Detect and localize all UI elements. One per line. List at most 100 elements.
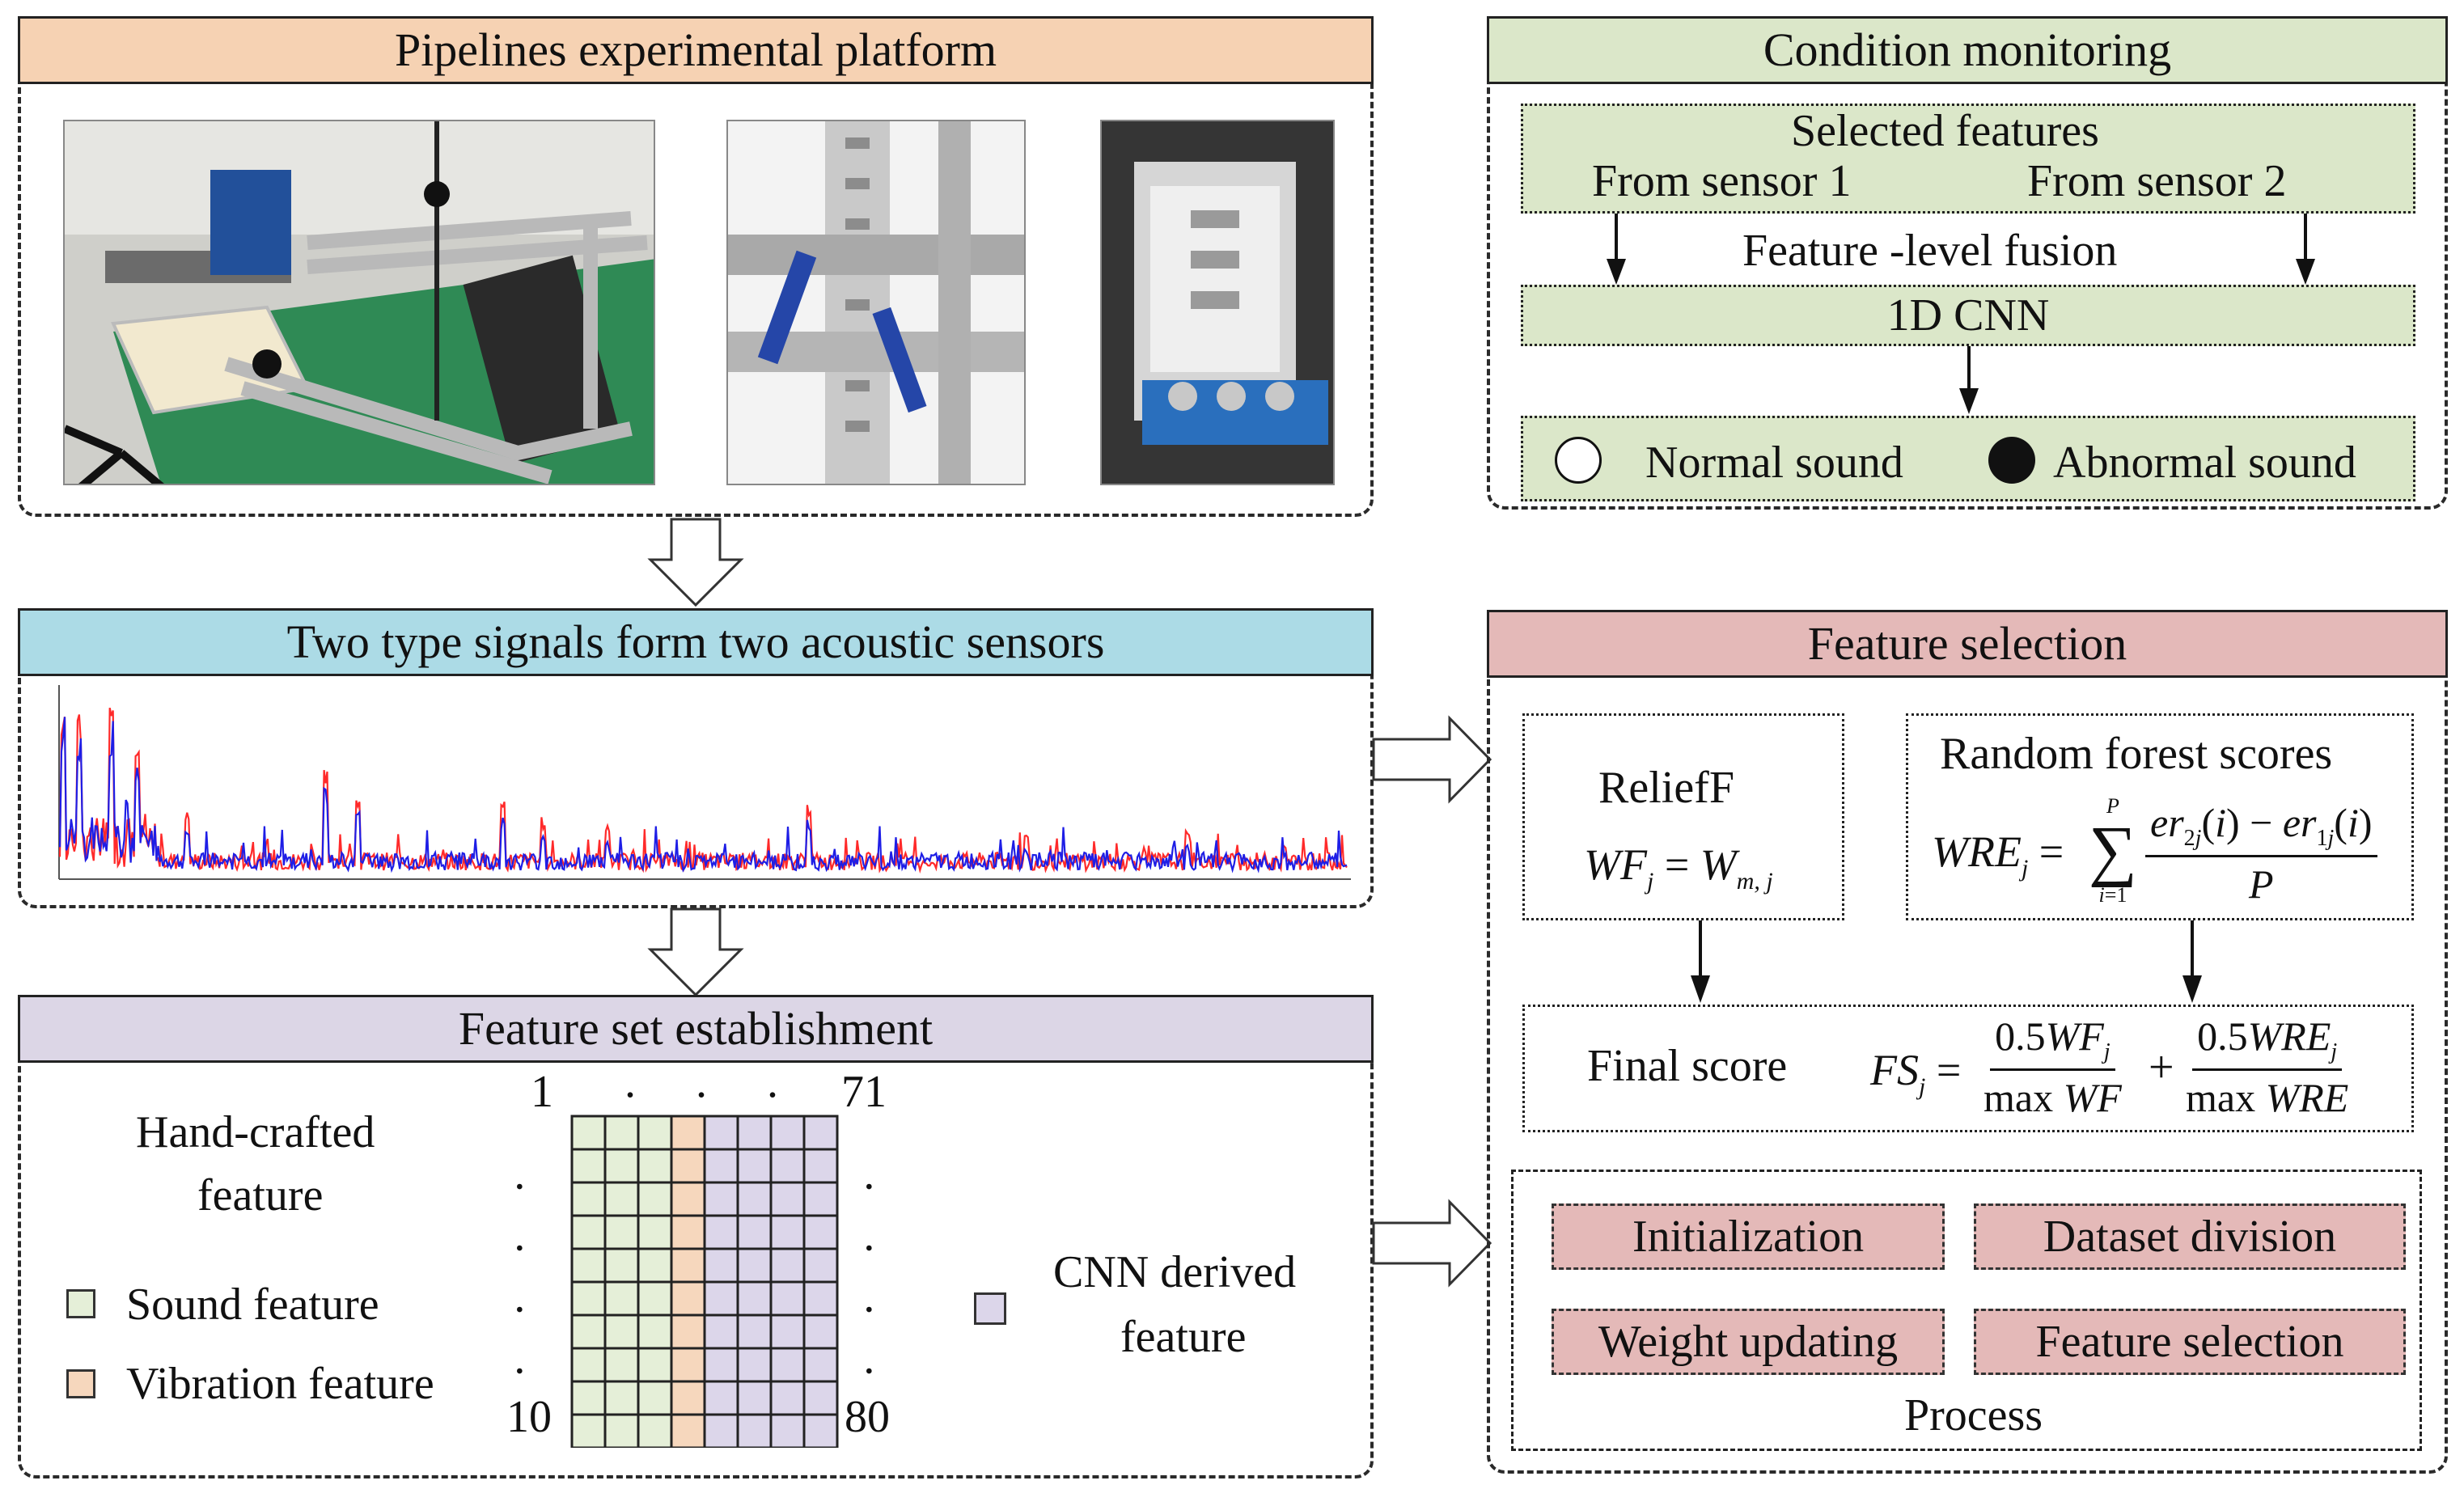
feature-cell: [736, 1347, 773, 1383]
feature-cell: [736, 1115, 773, 1151]
right-arrow-features: [1372, 1199, 1492, 1288]
feature-cell: [670, 1347, 706, 1383]
valve-photo: [726, 120, 1026, 485]
feature-cell: [603, 1313, 640, 1350]
daq-device-photo: [1100, 120, 1335, 485]
feature-cell: [570, 1115, 607, 1151]
cnn-1d-box: 1D CNN: [1521, 285, 2415, 346]
right-arrow-signals: [1372, 715, 1492, 804]
rf-formula-sum: P ∑ i=1: [2089, 794, 2137, 907]
random-forest-box: [1906, 713, 2414, 920]
feature-cell: [769, 1347, 806, 1383]
feature-cell: [637, 1280, 673, 1317]
feature-selection-step: Feature selection: [1974, 1309, 2406, 1375]
relieff-to-final-arrow: [1691, 920, 1710, 1003]
platform-title: Pipelines experimental platform: [18, 16, 1374, 84]
selected-features-box: [1521, 104, 2415, 214]
matrix-bottom-left-index: 10: [506, 1392, 552, 1442]
feature-cell: [637, 1313, 673, 1350]
feature-cell: [603, 1247, 640, 1284]
final-score-plus: +: [2149, 1043, 2174, 1093]
feature-cell: [603, 1115, 640, 1151]
process-label: Process: [1904, 1390, 2043, 1440]
feature-cell: [703, 1148, 739, 1184]
vibration-legend-swatch: [66, 1369, 95, 1398]
feature-cell: [603, 1214, 640, 1250]
random-forest-title: Random forest scores: [1940, 729, 2333, 779]
handcrafted-label-line1: Hand-crafted: [136, 1107, 375, 1157]
feature-selection-title: Feature selection: [1487, 610, 2448, 678]
feature-cell: [637, 1247, 673, 1284]
feature-cell: [703, 1380, 739, 1416]
feature-cell: [769, 1380, 806, 1416]
feature-cell: [736, 1148, 773, 1184]
feature-cell: [802, 1148, 839, 1184]
abnormal-sound-circle: [1988, 437, 2035, 484]
matrix-bottom-right-index: 80: [845, 1392, 890, 1442]
feature-cell: [670, 1413, 706, 1448]
feature-cell: [802, 1214, 839, 1250]
feature-cell: [703, 1115, 739, 1151]
selected-features-label: Selected features: [1791, 106, 2099, 156]
process-box: [1511, 1170, 2422, 1451]
feature-cell: [703, 1280, 739, 1317]
initialization-step: Initialization: [1552, 1203, 1945, 1270]
feature-cell: [736, 1181, 773, 1217]
feature-cell: [802, 1413, 839, 1448]
feature-cell: [736, 1214, 773, 1250]
weight-updating-step: Weight updating: [1552, 1309, 1945, 1375]
feature-cell: [703, 1347, 739, 1383]
from-sensor-2-label: From sensor 2: [2027, 156, 2287, 206]
feature-cell: [670, 1148, 706, 1184]
fusion-label: Feature -level fusion: [1742, 226, 2118, 276]
feature-cell: [670, 1115, 706, 1151]
feature-cell: [637, 1347, 673, 1383]
sound-legend-swatch: [66, 1289, 95, 1318]
feature-cell: [637, 1181, 673, 1217]
feature-cell: [703, 1247, 739, 1284]
feature-cell: [637, 1413, 673, 1448]
relieff-formula: WFj = Wm, j: [1584, 840, 1773, 895]
cnn-1d-label: 1D CNN: [1886, 290, 2050, 341]
feature-cell: [603, 1280, 640, 1317]
signal-series-red: [58, 707, 1348, 874]
cnn-label-line2: feature: [1120, 1312, 1247, 1362]
relieff-box: [1522, 713, 1844, 920]
signal-series-blue: [58, 717, 1348, 874]
feature-cell: [802, 1280, 839, 1317]
feature-cell: [736, 1280, 773, 1317]
feature-cell: [736, 1380, 773, 1416]
feature-cell: [703, 1214, 739, 1250]
feature-cell: [603, 1380, 640, 1416]
final-score-lhs: FSj =: [1870, 1046, 1962, 1100]
feature-cell: [769, 1280, 806, 1317]
feature-cell: [769, 1181, 806, 1217]
feature-cell: [802, 1247, 839, 1284]
handcrafted-label-line2: feature: [197, 1170, 324, 1220]
feature-cell: [670, 1280, 706, 1317]
feature-cell: [703, 1413, 739, 1448]
down-arrow-1: [647, 518, 744, 607]
matrix-right-dots: . . . .: [857, 1181, 907, 1396]
feature-cell: [670, 1380, 706, 1416]
feature-cell: [570, 1214, 607, 1250]
matrix-left-dots: . . . .: [507, 1181, 557, 1396]
feature-cell: [736, 1247, 773, 1284]
feature-cell: [769, 1247, 806, 1284]
feature-cell: [769, 1214, 806, 1250]
feature-cell: [670, 1181, 706, 1217]
feature-cell: [802, 1380, 839, 1416]
feature-cell: [570, 1247, 607, 1284]
down-arrow-2: [647, 907, 744, 997]
rf-formula-fraction: er2j(i) − er1j(i) P: [2145, 801, 2377, 907]
feature-set-title: Feature set establishment: [18, 995, 1374, 1063]
feature-cell: [769, 1115, 806, 1151]
sensor2-arrow: [2296, 214, 2315, 285]
abnormal-sound-label: Abnormal sound: [2053, 438, 2356, 488]
final-score-label: Final score: [1587, 1041, 1788, 1091]
feature-cell: [736, 1413, 773, 1448]
cnn-label-line1: CNN derived: [1053, 1247, 1297, 1297]
feature-cell: [570, 1280, 607, 1317]
feature-cell: [637, 1148, 673, 1184]
feature-cell: [802, 1181, 839, 1217]
